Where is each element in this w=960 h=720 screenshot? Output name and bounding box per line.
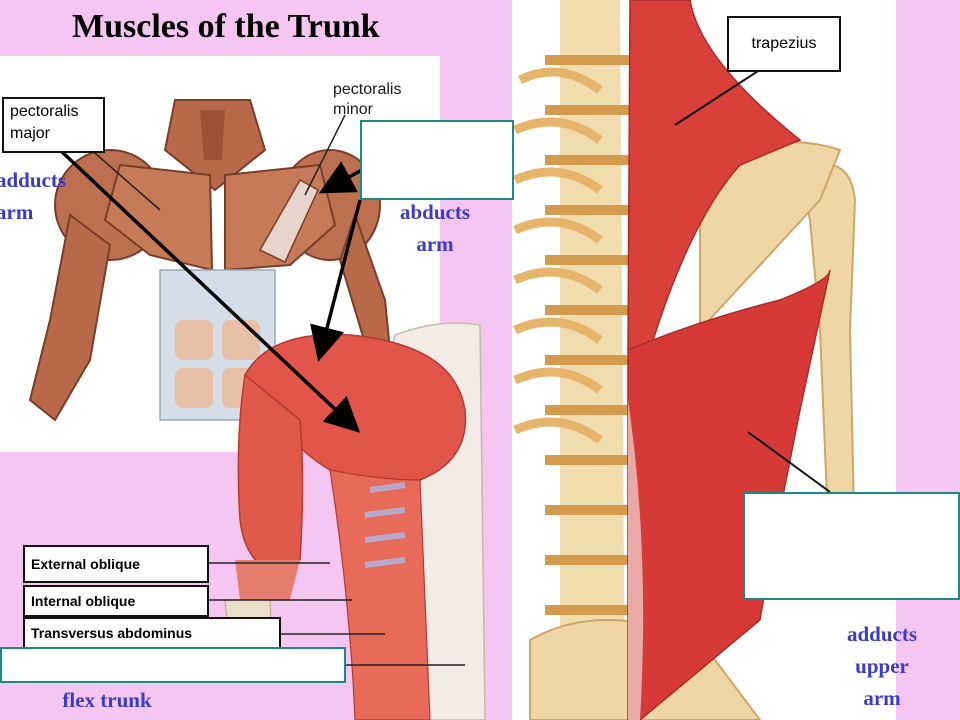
side-upper-arm [237,373,304,571]
adducts-arm-action: adducts arm [0,168,67,224]
adducts-upper-arm-action: adducts upper arm [846,622,918,710]
trapezius-muscle [627,0,802,351]
external-oblique-label: External oblique [23,545,209,583]
abducts-arm-action: abducts arm [399,200,471,256]
left-arm [28,213,112,422]
rectus-segment [222,320,260,360]
flex-trunk-action: flex trunk [62,688,152,712]
side-torso-muscles [224,322,486,720]
latissimus-fascia [628,400,644,720]
spine-vertebrae [545,55,640,615]
neck-center [200,110,225,160]
transversus-abdominus-label: Transversus abdominus [23,617,281,649]
pectoralis-minor-down-arrow [310,199,362,362]
rectus-segment [175,320,213,360]
external-oblique-muscle [329,469,431,720]
pectoralis-minor-shape [258,178,319,264]
page-title: Muscles of the Trunk [72,8,380,45]
pectoralis-minor-label: pectoralis minor [333,81,402,118]
serratus-ribs [364,482,406,568]
rectus-abdominis-answer-box[interactable] [0,647,346,683]
rectus-segment [175,368,213,408]
ribs [513,67,603,444]
internal-oblique-label: Internal oblique [23,585,209,617]
side-forearm [235,560,300,600]
pectoralis-major-label: pectoralis major [2,97,105,153]
pectoralis-minor-arrow [318,161,363,194]
latissimus-leader-line [747,431,831,493]
trapezius-label: trapezius [727,16,841,72]
latissimus-answer-box[interactable] [743,492,960,600]
pectoralis-minor-answer-box[interactable] [360,120,514,200]
pectoralis-major-arrow [58,148,361,433]
back-muscles [513,0,857,720]
pectoralis-minor-leader-line [304,114,346,196]
front-torso-muscles [28,99,392,422]
